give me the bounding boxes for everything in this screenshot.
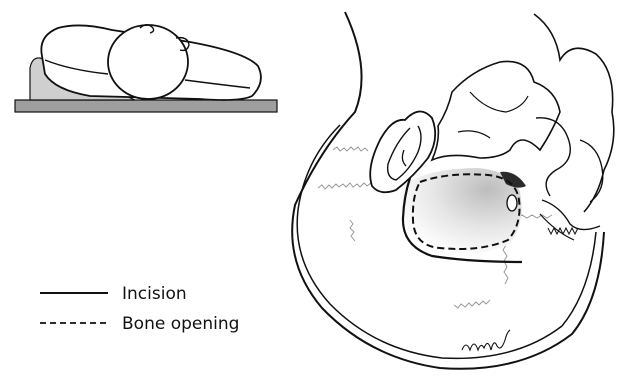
legend-item-bone-opening: Bone opening	[40, 314, 239, 334]
legend-label-bone-opening: Bone opening	[122, 314, 239, 334]
upper-suture	[333, 147, 368, 151]
occipital-suture	[454, 300, 490, 308]
patient-head	[108, 25, 188, 99]
burr-hole-marker	[507, 195, 517, 211]
temporal-suture	[350, 220, 355, 241]
legend-label-incision: Incision	[122, 284, 187, 304]
artist-signature	[462, 330, 510, 350]
patient-positioning-inset	[15, 25, 277, 112]
legend-item-incision: Incision	[40, 284, 187, 304]
surgical-drape	[432, 61, 560, 160]
drape-fold-2	[580, 140, 603, 202]
drape-fold-4	[540, 214, 574, 240]
legend: Incision Bone opening	[40, 284, 239, 334]
drape-fringe	[548, 228, 578, 234]
skull-illustration	[292, 12, 614, 369]
operating-table	[15, 100, 277, 112]
